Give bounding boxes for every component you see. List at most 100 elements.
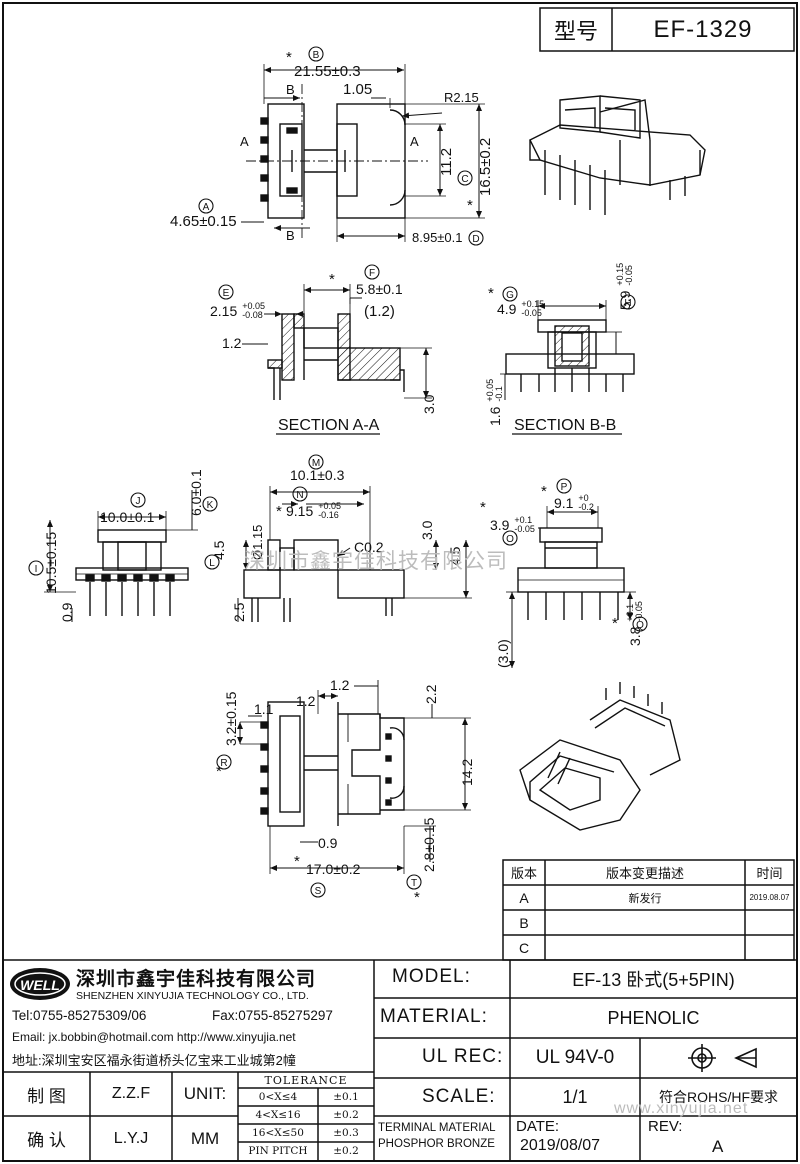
dimension-label: (1.2) bbox=[364, 303, 395, 320]
tolerance-value: ±0.3 bbox=[333, 1127, 359, 1139]
ul-symbols bbox=[688, 1044, 757, 1072]
dimension-label: +0 bbox=[578, 493, 588, 503]
svg-text:O: O bbox=[506, 534, 514, 545]
circle-marker-n: N bbox=[292, 486, 308, 502]
dimension-label: 1.2 bbox=[222, 335, 242, 351]
dimension-label: -0.1 bbox=[494, 386, 504, 402]
check-name: L.Y.J bbox=[113, 1129, 149, 1147]
dimension-label: 10.1±0.3 bbox=[290, 467, 345, 483]
watermark-url: www.xinyujia.net bbox=[614, 1100, 749, 1117]
dimension-label: 8.95±0.1 bbox=[412, 230, 463, 245]
tolerance-value: ±0.1 bbox=[333, 1091, 359, 1103]
circle-marker-i: I bbox=[28, 560, 44, 576]
dimension-label: +0.05 bbox=[485, 379, 495, 402]
model-label: 型号 bbox=[553, 18, 598, 44]
svg-text:F: F bbox=[369, 268, 375, 279]
dimension-label: -0.05 bbox=[514, 524, 535, 534]
svg-text:H: H bbox=[624, 298, 631, 309]
star-mark: * bbox=[414, 889, 420, 906]
dimension-label: +0.05 bbox=[318, 501, 341, 511]
spec-material-value: PHENOLIC bbox=[607, 1007, 700, 1028]
spec-scale-value: 1/1 bbox=[562, 1086, 588, 1107]
circle-marker-o: O bbox=[502, 530, 518, 546]
spec-scale-label: SCALE: bbox=[422, 1086, 496, 1107]
dimension-label: (3.0) bbox=[495, 639, 511, 668]
unit-value: MM bbox=[190, 1128, 220, 1148]
section-a-a bbox=[242, 284, 432, 435]
star-mark: * bbox=[467, 197, 473, 214]
dimension-label: -0.05 bbox=[634, 601, 644, 622]
company-fax: Fax:0755-85275297 bbox=[212, 1008, 333, 1023]
draw-label: 制 图 bbox=[27, 1086, 66, 1106]
dimension-label: 11.2 bbox=[438, 148, 455, 176]
svg-text:N: N bbox=[296, 490, 303, 501]
tolerance-label: 4.9+0.15-0.05 bbox=[497, 299, 544, 318]
circle-marker-e: E bbox=[218, 284, 234, 300]
dimension-label: +0.1 bbox=[514, 515, 532, 525]
view-end bbox=[506, 506, 636, 668]
tolerance-label: 3.8+0.1-0.05 bbox=[625, 601, 644, 646]
svg-text:G: G bbox=[506, 290, 514, 301]
title-block-lines bbox=[3, 7, 797, 1161]
tolerance-range: PIN PITCH bbox=[248, 1145, 308, 1157]
dimension-label: 2.8±0.15 bbox=[421, 817, 437, 872]
dimension-label: -0.16 bbox=[318, 510, 339, 520]
star-mark: * bbox=[329, 271, 335, 288]
tolerance-range: 16<X≤50 bbox=[252, 1127, 304, 1139]
spec-date-label: DATE: bbox=[516, 1118, 560, 1135]
section-mark: B bbox=[286, 82, 295, 97]
dimension-label: C0.2 bbox=[354, 539, 384, 555]
dimension-label: 9.1 bbox=[554, 495, 574, 511]
model-number: EF-1329 bbox=[653, 15, 753, 43]
dimension-label: 4.65±0.15 bbox=[170, 213, 237, 230]
svg-text:C: C bbox=[461, 174, 468, 185]
circle-marker-r: R bbox=[216, 754, 232, 770]
circle-marker-p: P bbox=[556, 478, 572, 494]
spec-ulrec-label: UL REC: bbox=[422, 1046, 504, 1067]
circle-marker-q: Q bbox=[632, 616, 648, 632]
rev-row-ver: B bbox=[519, 914, 529, 931]
dimension-label: +0.05 bbox=[242, 301, 265, 311]
view-front bbox=[44, 490, 198, 622]
circle-marker-f: F bbox=[364, 264, 380, 280]
svg-text:P: P bbox=[561, 482, 568, 493]
circle-marker-t: T bbox=[406, 874, 422, 890]
view-top bbox=[241, 64, 485, 242]
section-mark: B bbox=[286, 228, 295, 243]
svg-text:L: L bbox=[209, 558, 215, 569]
section-title: SECTION B-B bbox=[514, 417, 616, 434]
isometric-view-2 bbox=[519, 682, 681, 831]
unit-label: UNIT: bbox=[183, 1084, 227, 1103]
tolerance-label: 5.9+0.15-0.05 bbox=[615, 263, 634, 310]
rev-row-ver: C bbox=[518, 939, 530, 956]
dimension-label: -0.05 bbox=[521, 308, 542, 318]
circle-marker-c: C bbox=[457, 170, 473, 186]
spec-material-label: MATERIAL: bbox=[380, 1006, 488, 1027]
company-email: Email: jx.bobbin@hotmail.com http://www.… bbox=[12, 1030, 296, 1044]
dimension-label: 16.5±0.2 bbox=[477, 138, 494, 196]
circle-marker-d: D bbox=[468, 230, 484, 246]
spec-terminal-1: TERMINAL MATERIAL bbox=[378, 1122, 496, 1134]
tolerance-label: 1.6+0.05-0.1 bbox=[485, 379, 504, 426]
svg-text:M: M bbox=[312, 458, 320, 469]
dimension-label: 4.5 bbox=[447, 546, 463, 566]
svg-text:E: E bbox=[223, 288, 230, 299]
section-mark: A bbox=[240, 134, 249, 149]
circle-marker-m: M bbox=[308, 454, 324, 470]
circle-marker-g: G bbox=[502, 286, 518, 302]
dimension-label: 21.55±0.3 bbox=[294, 63, 361, 80]
svg-text:J: J bbox=[136, 496, 141, 507]
star-mark: * bbox=[612, 615, 618, 632]
svg-text:Q: Q bbox=[636, 620, 644, 631]
dimension-label: 0.9 bbox=[59, 602, 75, 622]
circle-marker-j: J bbox=[130, 492, 146, 508]
company-address: 地址:深圳宝安区福永街道桥头亿宝来工业城第2幢 bbox=[12, 1053, 296, 1068]
svg-text:K: K bbox=[207, 500, 214, 511]
dimension-label: 3.0 bbox=[421, 394, 437, 414]
circle-marker-a: A bbox=[198, 198, 214, 214]
dimension-label: 1.05 bbox=[343, 81, 372, 98]
company-name-en: SHENZHEN XINYUJIA TECHNOLOGY CO., LTD. bbox=[76, 990, 309, 1002]
